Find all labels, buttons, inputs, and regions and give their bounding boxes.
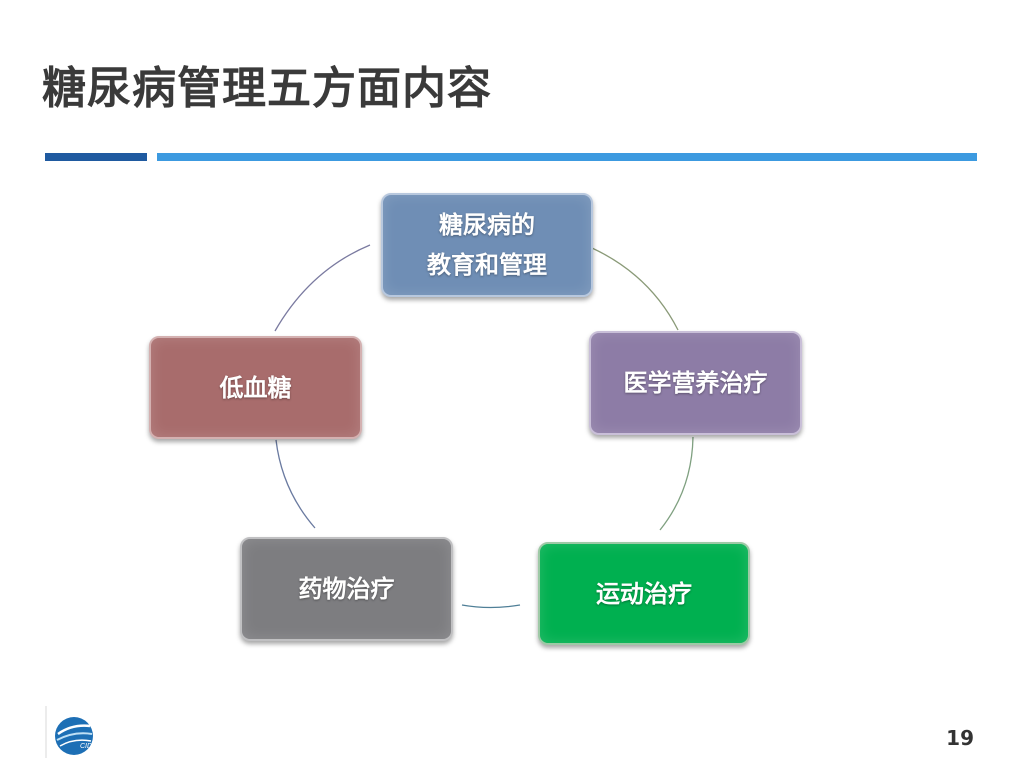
connector-nutrition-to-sport — [659, 436, 694, 531]
title-rule-light — [157, 153, 977, 161]
diabetes-education-box: 糖尿病的 教育和管理 — [381, 193, 593, 297]
exercise-therapy-label: 运动治疗 — [596, 579, 692, 608]
drug-therapy-box: 药物治疗 — [240, 537, 453, 641]
hypoglycemia-box: 低血糖 — [149, 336, 362, 439]
connector-sport-to-drug — [461, 604, 521, 609]
page-number: 19 — [946, 726, 974, 750]
logo-text: CIDE — [80, 743, 97, 750]
connector-hypo-to-edu — [274, 244, 371, 332]
connector-drug-to-hypo — [275, 439, 316, 529]
connector-edu-to-nutrition — [591, 247, 679, 331]
title-rule-dark — [45, 153, 147, 161]
cide-logo-icon: CIDE — [45, 706, 97, 758]
medical-nutrition-box: 医学营养治疗 — [589, 331, 802, 435]
exercise-therapy-box: 运动治疗 — [538, 542, 750, 645]
slide-title: 糖尿病管理五方面内容 — [42, 63, 492, 114]
diabetes-education-line2: 教育和管理 — [427, 251, 547, 279]
hypoglycemia-label: 低血糖 — [219, 373, 292, 402]
diabetes-education-line1: 糖尿病的 — [439, 211, 535, 239]
medical-nutrition-label: 医学营养治疗 — [623, 369, 768, 397]
drug-therapy-label: 药物治疗 — [298, 575, 395, 603]
